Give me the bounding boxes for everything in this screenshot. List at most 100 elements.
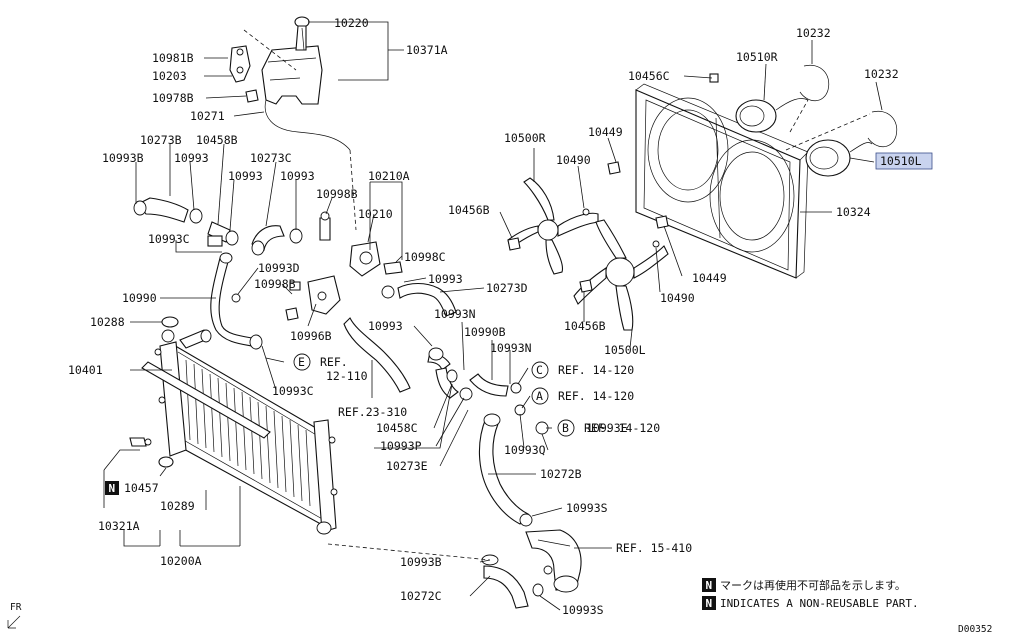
label-10273D: 10273D <box>486 281 528 295</box>
label-10232-a: 10232 <box>796 26 831 40</box>
label-10993S-b: 10993S <box>562 603 604 617</box>
label-10321A: 10321A <box>98 519 140 533</box>
fan-shroud <box>635 73 809 279</box>
fan-blade-right <box>507 177 599 275</box>
label-10288: 10288 <box>90 315 125 329</box>
label-10324: 10324 <box>836 205 871 219</box>
non-reusable-mark-10457-letter: N <box>109 482 116 495</box>
label-10210A: 10210A <box>368 169 410 183</box>
ref-23-310: REF.23-310 <box>338 405 407 419</box>
ref-b-label: REF. 14-120 <box>584 421 660 435</box>
ref-b-circle <box>557 419 575 437</box>
legend-n-letter-en: N <box>706 597 713 610</box>
label-10500L: 10500L <box>604 343 646 357</box>
label-10993N-b: 10993N <box>490 341 532 355</box>
ref-15-410: REF. 15-410 <box>616 541 692 555</box>
label-10449-b: 10449 <box>692 271 727 285</box>
label-10273B: 10273B <box>140 133 182 147</box>
legend-n-box-jp <box>702 578 716 592</box>
label-10401: 10401 <box>68 363 103 377</box>
lower-hose-10272B <box>478 417 529 525</box>
radiator-cushion-upper <box>161 316 179 328</box>
label-10993-d: 10993 <box>428 272 463 286</box>
ref-c-letter: C <box>536 363 543 377</box>
label-10273C: 10273C <box>250 151 292 165</box>
reservoir-tank <box>261 16 323 105</box>
label-10993-b: 10993 <box>228 169 263 183</box>
reference-callouts: E REF. 12-110 REF.23-310 C REF. 14-120 A… <box>293 353 692 555</box>
hose-10990 <box>210 257 253 347</box>
ref-e-number: 12-110 <box>326 369 368 383</box>
label-10272B: 10272B <box>540 467 582 481</box>
bracket-parts <box>229 45 259 103</box>
label-10273E: 10273E <box>386 459 428 473</box>
leader-lines <box>103 21 883 611</box>
label-10993D: 10993D <box>258 261 300 275</box>
label-10510L: 10510L <box>880 154 922 168</box>
front-indicator-label: FR <box>10 602 22 613</box>
label-10993-a: 10993 <box>174 151 209 165</box>
label-10981B: 10981B <box>152 51 194 65</box>
label-10993C-a: 10993C <box>148 232 190 246</box>
label-10990: 10990 <box>122 291 157 305</box>
lower-hose-10272C <box>483 565 529 609</box>
ref-c-circle <box>531 361 549 379</box>
label-10200A: 10200A <box>160 554 202 568</box>
ref-e-letter: E <box>298 355 305 369</box>
ref-b-letter: B <box>562 421 569 435</box>
label-10456C: 10456C <box>628 69 670 83</box>
diagram-code: D00352 <box>958 624 992 635</box>
front-arrow-icon <box>7 615 21 629</box>
radiator-support-bar <box>141 361 271 439</box>
non-reusable-mark-10457 <box>105 481 119 495</box>
label-10993N-a: 10993N <box>434 307 476 321</box>
label-10458B: 10458B <box>196 133 238 147</box>
label-10456B-a: 10456B <box>448 203 490 217</box>
label-10993E: 10993E <box>586 421 628 435</box>
fan-motor-right <box>735 98 809 133</box>
legend-n-letter-jp: N <box>706 579 713 592</box>
ref-c-label: REF. 14-120 <box>558 363 634 377</box>
label-10993B-a: 10993B <box>102 151 144 165</box>
highlight-10510L <box>875 152 933 170</box>
label-10289: 10289 <box>160 499 195 513</box>
drain-plug <box>129 437 147 447</box>
label-10510R: 10510R <box>736 50 778 64</box>
thermostat-housing <box>285 241 403 321</box>
label-10203: 10203 <box>152 69 187 83</box>
radiator <box>154 329 338 535</box>
upper-hose-group <box>133 197 331 256</box>
label-10993-e: 10993 <box>368 319 403 333</box>
label-10500R: 10500R <box>504 131 546 145</box>
label-10271: 10271 <box>190 109 225 123</box>
harness-10232-a <box>799 64 830 102</box>
label-10993P: 10993P <box>380 439 422 453</box>
label-10456B-b: 10456B <box>564 319 606 333</box>
label-10990B: 10990B <box>464 325 506 339</box>
label-10996B: 10996B <box>290 329 332 343</box>
label-10998B-b: 10998B <box>254 277 296 291</box>
radiator-cushion-lower <box>158 456 174 468</box>
label-10993S-a: 10993S <box>566 501 608 515</box>
label-10490-b: 10490 <box>660 291 695 305</box>
ref-e-circle <box>293 353 311 371</box>
label-10371A: 10371A <box>406 43 448 57</box>
label-10993B-b: 10993B <box>400 555 442 569</box>
label-10490-a: 10490 <box>556 153 591 167</box>
label-10993C-b: 10993C <box>272 384 314 398</box>
label-10998B-a: 10998B <box>316 187 358 201</box>
ref-a-circle <box>531 387 549 405</box>
overflow-hose <box>264 99 351 151</box>
legend-n-box-en <box>702 596 716 610</box>
label-10993Q: 10993Q <box>504 443 546 457</box>
legend-note-en: INDICATES A NON-REUSABLE PART. <box>720 597 919 610</box>
label-10449-a: 10449 <box>588 125 623 139</box>
label-10993-c: 10993 <box>280 169 315 183</box>
label-10210: 10210 <box>358 207 393 221</box>
part-labels: 10220 10371A 10981B 10203 10978B 10271 1… <box>68 16 933 617</box>
label-10998C: 10998C <box>404 250 446 264</box>
water-inlet-pipe <box>525 529 582 593</box>
ref-e-label: REF. <box>320 355 348 369</box>
ref-a-label: REF. 14-120 <box>558 389 634 403</box>
